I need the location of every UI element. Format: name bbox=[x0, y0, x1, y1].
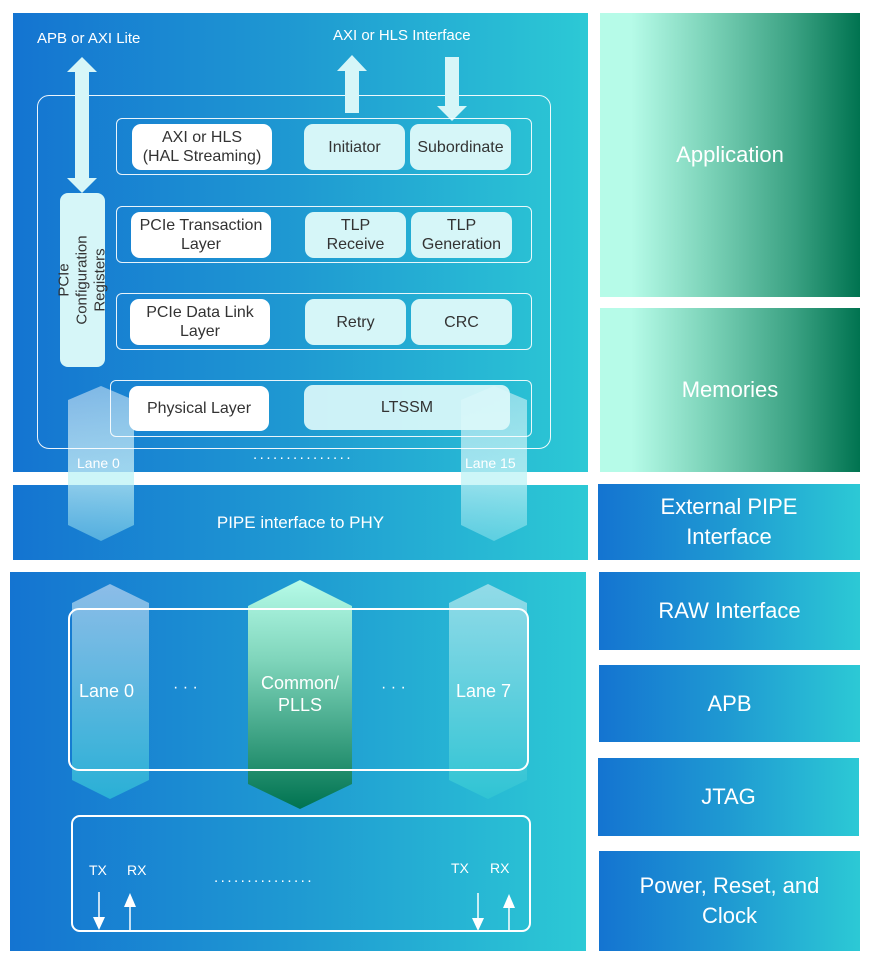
phy-lane-7-shape bbox=[449, 584, 527, 799]
crc-label: CRC bbox=[444, 313, 479, 331]
side-box-power-reset-clock: Power, Reset, and Clock bbox=[599, 851, 860, 951]
physical-layer-block: Physical Layer bbox=[129, 386, 269, 431]
subordinate-label: Subordinate bbox=[417, 138, 504, 156]
apb-double-arrow-icon bbox=[67, 57, 97, 193]
transaction-layer-row bbox=[116, 206, 532, 263]
physical-layer-label: Physical Layer bbox=[146, 400, 252, 417]
physical-layer-row bbox=[110, 380, 532, 437]
phy-lane-0-shape bbox=[72, 584, 149, 799]
retry-block: Retry bbox=[305, 299, 406, 345]
data-link-layer-line2: Layer bbox=[179, 323, 221, 340]
rx-label-left: RX bbox=[127, 862, 147, 878]
tlp-generation-line1: TLP bbox=[446, 217, 477, 234]
common-plls-label: Common/ PLLS bbox=[248, 672, 352, 716]
top-lane-0-shape bbox=[68, 386, 134, 541]
side-box-external-pipe: External PIPE Interface bbox=[598, 484, 860, 560]
external-pipe-line2: Interface bbox=[686, 524, 772, 549]
ltssm-block: LTSSM bbox=[304, 385, 510, 430]
jtag-label: JTAG bbox=[701, 784, 756, 809]
application-label: Application bbox=[676, 142, 784, 167]
data-link-layer-row bbox=[116, 293, 532, 350]
side-box-raw-interface: RAW Interface bbox=[599, 572, 860, 650]
tlp-receive-line1: TLP bbox=[340, 217, 371, 234]
power-reset-clock-line1: Power, Reset, and bbox=[639, 873, 820, 898]
common-line2: PLLS bbox=[277, 695, 323, 715]
common-plls-shape bbox=[248, 580, 352, 809]
rx-arrow-left-icon bbox=[124, 893, 136, 931]
pipe-interface-label: PIPE interface to PHY bbox=[216, 512, 385, 532]
subordinate-down-arrow-icon bbox=[437, 57, 467, 121]
tlp-receive-block: TLP Receive bbox=[305, 212, 406, 258]
crc-block: CRC bbox=[411, 299, 512, 345]
tx-arrow-right-icon bbox=[472, 893, 484, 931]
data-link-layer-block: PCIe Data Link Layer bbox=[130, 299, 270, 345]
tx-label-left: TX bbox=[89, 862, 107, 878]
raw-interface-label: RAW Interface bbox=[658, 598, 801, 623]
phy-lane-7-label: Lane 7 bbox=[456, 681, 512, 701]
pcie-config-registers: PCIe Configuration Registers bbox=[56, 193, 109, 367]
phy-lanes-outline bbox=[68, 608, 529, 771]
tlp-generation-block: TLP Generation bbox=[411, 212, 512, 258]
axi-hls-interface-label: AXI or HLS Interface bbox=[333, 27, 471, 44]
phy-lanes-ellipsis-right: · · · bbox=[381, 679, 406, 696]
external-pipe-line1: External PIPE bbox=[660, 494, 798, 519]
rx-arrow-right-icon bbox=[503, 894, 515, 931]
axi-hls-row bbox=[116, 118, 532, 175]
apb-axi-lite-label: APB or AXI Lite bbox=[37, 30, 141, 47]
panel-gap bbox=[461, 472, 527, 485]
initiator-label: Initiator bbox=[328, 138, 381, 156]
power-reset-clock-line2: Clock bbox=[701, 903, 757, 928]
memories-label: Memories bbox=[681, 377, 779, 402]
top-lane-15-label: Lane 15 bbox=[465, 455, 516, 471]
tx-arrow-left-icon bbox=[93, 892, 105, 930]
retry-label: Retry bbox=[336, 313, 375, 331]
top-lanes-ellipsis: ............... bbox=[253, 446, 354, 463]
side-box-application: Application bbox=[600, 13, 860, 297]
subordinate-block: Subordinate bbox=[410, 124, 511, 170]
side-box-memories: Memories bbox=[600, 308, 860, 472]
tx-label-right: TX bbox=[451, 860, 469, 876]
panel-gap bbox=[68, 472, 134, 485]
initiator-block: Initiator bbox=[304, 124, 405, 170]
controller-outline bbox=[37, 95, 551, 449]
axi-hls-block: AXI or HLS (HAL Streaming) bbox=[132, 124, 272, 170]
axi-hls-line1: AXI or HLS bbox=[161, 129, 243, 146]
data-link-layer-line1: PCIe Data Link bbox=[146, 304, 254, 321]
rx-label-right: RX bbox=[490, 860, 510, 876]
tx-rx-outline bbox=[71, 815, 531, 932]
side-box-apb: APB bbox=[599, 665, 860, 742]
ltssm-label: LTSSM bbox=[380, 399, 434, 416]
axi-hls-line2: (HAL Streaming) bbox=[142, 148, 262, 165]
transaction-layer-line1: PCIe Transaction bbox=[139, 217, 263, 234]
top-lane-0-label: Lane 0 bbox=[77, 455, 120, 471]
initiator-up-arrow-icon bbox=[337, 55, 367, 113]
common-line1: Common/ bbox=[260, 673, 340, 693]
phy-lane-0-label: Lane 0 bbox=[79, 681, 135, 701]
transaction-layer-line2: Layer bbox=[180, 236, 222, 253]
side-box-jtag: JTAG bbox=[598, 758, 859, 836]
transaction-layer-block: PCIe Transaction Layer bbox=[131, 212, 271, 258]
tlp-generation-line2: Generation bbox=[421, 236, 502, 253]
phy-lanes-ellipsis-left: · · · bbox=[173, 679, 198, 696]
tlp-receive-line2: Receive bbox=[326, 236, 385, 253]
apb-label: APB bbox=[707, 690, 752, 716]
tx-rx-ellipsis: ............... bbox=[214, 869, 315, 886]
